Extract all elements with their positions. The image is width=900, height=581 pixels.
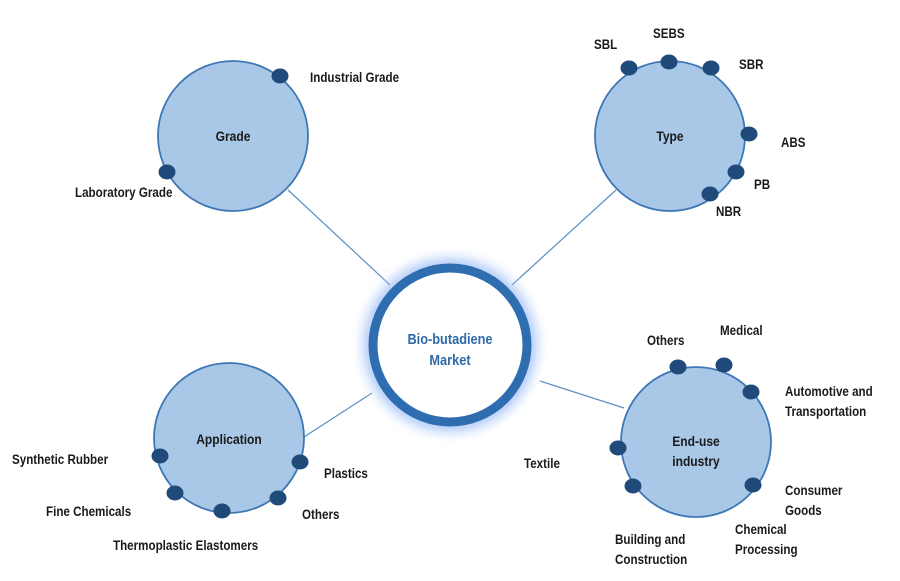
- type-item-abs: ABS: [781, 135, 806, 150]
- hub-title-application: Application: [196, 431, 262, 447]
- type-item-sbr: SBR: [739, 57, 764, 72]
- end-use-item-medical: Medical: [720, 323, 763, 338]
- connector-type: [511, 189, 617, 286]
- node-dot: [609, 440, 627, 456]
- node-dot: [620, 60, 638, 76]
- type-item-sbl: SBL: [594, 37, 618, 52]
- node-dot: [669, 359, 687, 375]
- node-dot: [744, 477, 762, 493]
- end-use-item-consumer-goods-line1: Consumer: [785, 483, 843, 498]
- node-dot: [151, 448, 169, 464]
- end-use-item-chemical-processing-line1: Chemical: [735, 522, 787, 537]
- connector-grade: [287, 189, 391, 286]
- node-dot: [742, 384, 760, 400]
- application-item-thermoplastic-elastomers: Thermoplastic Elastomers: [113, 538, 259, 553]
- end-use-item-building-construction: Building and Construction: [615, 530, 687, 570]
- end-use-item-consumer-goods: Consumer Goods: [785, 481, 842, 521]
- hub-title-grade: Grade: [215, 128, 251, 144]
- node-dot: [727, 164, 745, 180]
- end-use-item-automotive: Automotive and Transportation: [785, 382, 873, 422]
- node-dot: [158, 164, 176, 180]
- end-use-item-building-construction-line2: Construction: [615, 552, 688, 567]
- end-use-item-chemical-processing: Chemical Processing: [735, 520, 798, 560]
- application-item-others: Others: [302, 507, 340, 522]
- end-use-item-others: Others: [647, 333, 685, 348]
- application-item-plastics: Plastics: [324, 466, 368, 481]
- node-dot: [213, 503, 231, 519]
- node-dot: [271, 68, 289, 84]
- end-use-item-building-construction-line1: Building and: [615, 532, 686, 547]
- center-title-line1: Bio-butadiene: [407, 332, 493, 348]
- hub-title-end-use-line1: End-use: [672, 433, 720, 449]
- node-dot: [701, 186, 719, 202]
- end-use-item-automotive-line2: Transportation: [785, 404, 867, 419]
- application-item-synthetic-rubber: Synthetic Rubber: [12, 452, 109, 467]
- grade-item-industrial: Industrial Grade: [310, 70, 400, 85]
- node-dot: [715, 357, 733, 373]
- node-dot: [291, 454, 309, 470]
- type-item-nbr: NBR: [716, 204, 742, 219]
- end-use-item-chemical-processing-line2: Processing: [735, 542, 798, 557]
- hub-title-end-use-line2: industry: [672, 453, 720, 469]
- center-circle: [368, 263, 532, 427]
- node-dot: [702, 60, 720, 76]
- application-item-fine-chemicals: Fine Chemicals: [46, 504, 132, 519]
- grade-item-laboratory: Laboratory Grade: [75, 185, 173, 200]
- hub-title-type: Type: [656, 128, 684, 144]
- end-use-item-automotive-line1: Automotive and: [785, 384, 873, 399]
- hub-grade-circle: [157, 60, 309, 212]
- end-use-item-textile: Textile: [524, 456, 560, 471]
- center-title: Bio-butadiene Market: [380, 330, 521, 372]
- node-dot: [660, 54, 678, 70]
- node-dot: [624, 478, 642, 494]
- hub-title-end-use: End-use industry: [653, 431, 739, 471]
- type-item-pb: PB: [754, 177, 771, 192]
- end-use-item-consumer-goods-line2: Goods: [785, 503, 822, 518]
- node-dot: [166, 485, 184, 501]
- type-item-sebs: SEBS: [653, 26, 685, 41]
- node-dot: [269, 490, 287, 506]
- node-dot: [740, 126, 758, 142]
- connector-application: [303, 392, 373, 438]
- connector-end-use: [539, 380, 625, 409]
- center-title-line2: Market: [429, 353, 471, 369]
